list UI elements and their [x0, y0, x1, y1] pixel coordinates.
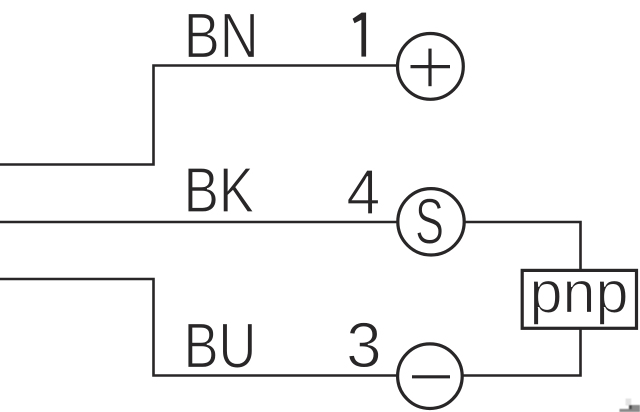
svg-text:pnp: pnp — [530, 259, 629, 326]
svg-text:BN: BN — [184, 0, 259, 71]
svg-text:3: 3 — [346, 309, 381, 381]
svg-text:4: 4 — [346, 156, 380, 228]
svg-text:S: S — [415, 184, 444, 257]
svg-text:BU: BU — [184, 309, 257, 381]
svg-text:BK: BK — [184, 154, 255, 226]
